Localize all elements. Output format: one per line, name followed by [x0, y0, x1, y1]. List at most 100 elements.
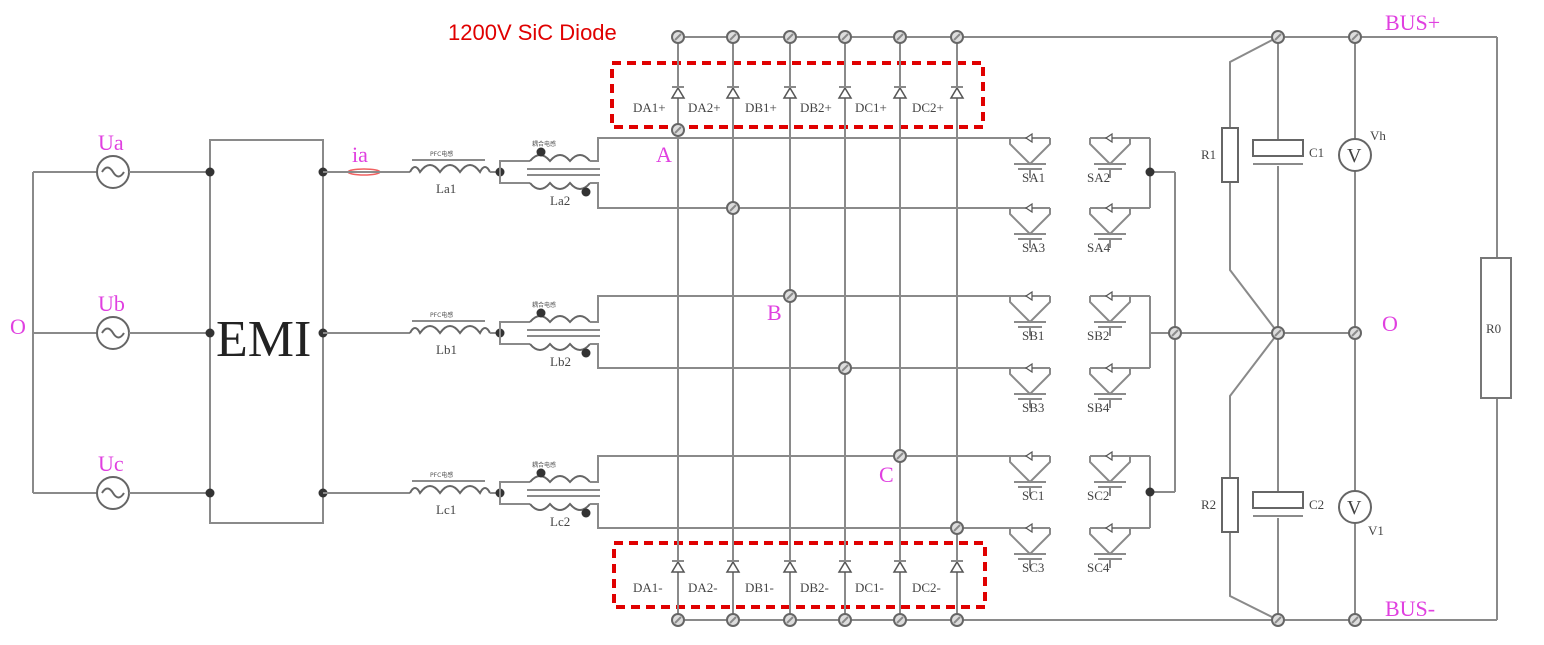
terminal-node-slash: [1171, 329, 1179, 337]
phase-wire-bottom: [590, 343, 1010, 369]
resistor-icon: [1221, 127, 1239, 183]
pfc-inductor-label: La1: [436, 181, 456, 196]
terminal-node-slash: [953, 33, 961, 41]
switch-label: SA2: [1087, 170, 1110, 185]
diode-label-top: DC2+: [912, 100, 944, 115]
phase-node-label: A: [656, 142, 672, 167]
terminal-node-slash: [729, 616, 737, 624]
voltmeter-label: Vh: [1370, 128, 1386, 143]
terminal-node-slash: [674, 616, 682, 624]
r1-wire-top: [1229, 36, 1279, 128]
pfc-inductor-caption: PFC电感: [430, 471, 453, 479]
junction-dot: [536, 147, 546, 157]
igbt-switch-icon: [1009, 296, 1051, 324]
terminal-node-slash: [896, 452, 904, 460]
diode-icon: [782, 560, 798, 573]
antiparallel-diode-icon: [1024, 362, 1033, 374]
switch-label: SB3: [1022, 400, 1044, 415]
terminal-node-slash: [674, 126, 682, 134]
source-label: Ua: [98, 130, 124, 155]
junction-dot: [205, 167, 215, 177]
phase-wire-top: [590, 137, 1010, 162]
coupled-wire: [499, 172, 530, 184]
phase-wire-top: [590, 455, 1010, 483]
capacitor-icon: [1252, 139, 1304, 157]
diode-label-top: DC1+: [855, 100, 887, 115]
diode-label-top: DA2+: [688, 100, 721, 115]
voltmeter-symbol: V: [1347, 145, 1362, 167]
antiparallel-diode-icon: [1104, 202, 1113, 214]
diode-icon: [892, 560, 908, 573]
diode-icon: [892, 86, 908, 99]
switch-label: SB2: [1087, 328, 1109, 343]
antiparallel-diode-icon: [1104, 450, 1113, 462]
neutral-right-label: O: [1382, 311, 1398, 336]
coupled-inductor-caption: 耦合电感: [532, 301, 556, 309]
voltmeter-label: V1: [1368, 523, 1384, 538]
bottom-diode-highlight-box: [612, 541, 987, 609]
diode-icon: [837, 86, 853, 99]
junction-dot: [1145, 487, 1155, 497]
terminal-node-slash: [1351, 33, 1359, 41]
terminal-node-slash: [841, 364, 849, 372]
igbt-switch-icon: [1009, 138, 1051, 166]
diode-label-top: DA1+: [633, 100, 666, 115]
igbt-switch-icon: [1089, 528, 1131, 556]
diode-label-bottom: DB1-: [745, 580, 774, 595]
coupled-inductor-icon: [529, 502, 591, 511]
diode-label-bottom: DA2-: [688, 580, 718, 595]
r-wire-mid: [1229, 182, 1280, 478]
antiparallel-diode-icon: [1024, 202, 1033, 214]
antiparallel-diode-icon: [1104, 362, 1113, 374]
phase-wire-bottom: [590, 182, 1010, 209]
bus-minus-label: BUS-: [1385, 596, 1435, 621]
pfc-inductor-label: Lc1: [436, 502, 456, 517]
diode-label-bottom: DB2-: [800, 580, 829, 595]
diode-label-bottom: DC1-: [855, 580, 884, 595]
diode-icon: [670, 560, 686, 573]
antiparallel-diode-icon: [1104, 522, 1113, 534]
antiparallel-diode-icon: [1024, 450, 1033, 462]
source-label: Ub: [98, 291, 125, 316]
terminal-node-slash: [953, 616, 961, 624]
capacitor-icon: [1252, 491, 1304, 509]
load-resistor: [1480, 257, 1512, 399]
terminal-node-slash: [786, 33, 794, 41]
diode-icon: [670, 86, 686, 99]
junction-dot: [1145, 167, 1155, 177]
neutral-left-label: O: [10, 314, 26, 339]
terminal-node-slash: [1351, 329, 1359, 337]
junction-dot: [581, 187, 591, 197]
antiparallel-diode-icon: [1024, 290, 1033, 302]
resistor-icon: [1221, 477, 1239, 533]
terminal-node-slash: [1351, 616, 1359, 624]
coupled-inductor-label: Lc2: [550, 514, 570, 529]
terminal-node-slash: [841, 33, 849, 41]
coupled-wire: [499, 160, 530, 172]
antiparallel-diode-icon: [1104, 290, 1113, 302]
diode-label-bottom: DA1-: [633, 580, 663, 595]
sine-wave-icon: [101, 487, 125, 499]
sine-wave-icon: [101, 327, 125, 339]
capacitor-label: C2: [1309, 497, 1324, 512]
coupled-wire: [499, 321, 530, 333]
voltmeter-symbol: V: [1347, 497, 1362, 519]
junction-dot: [205, 488, 215, 498]
diode-label-top: DB1+: [745, 100, 777, 115]
junction-dot: [205, 328, 215, 338]
terminal-node-slash: [841, 616, 849, 624]
switch-label: SC3: [1022, 560, 1044, 575]
antiparallel-diode-icon: [1024, 522, 1033, 534]
current-label: ia: [352, 142, 368, 167]
capacitor-label: C1: [1309, 145, 1324, 160]
coupled-wire: [499, 493, 530, 505]
load-label: R0: [1486, 321, 1501, 336]
coupled-inductor-label: Lb2: [550, 354, 571, 369]
resistor-label: R2: [1201, 497, 1216, 512]
switch-label: SC2: [1087, 488, 1109, 503]
resistor-label: R1: [1201, 147, 1216, 162]
terminal-node-slash: [1274, 616, 1282, 624]
coupled-wire: [499, 333, 530, 345]
sic-diode-annotation: 1200V SiC Diode: [448, 20, 617, 45]
switch-label: SC1: [1022, 488, 1044, 503]
